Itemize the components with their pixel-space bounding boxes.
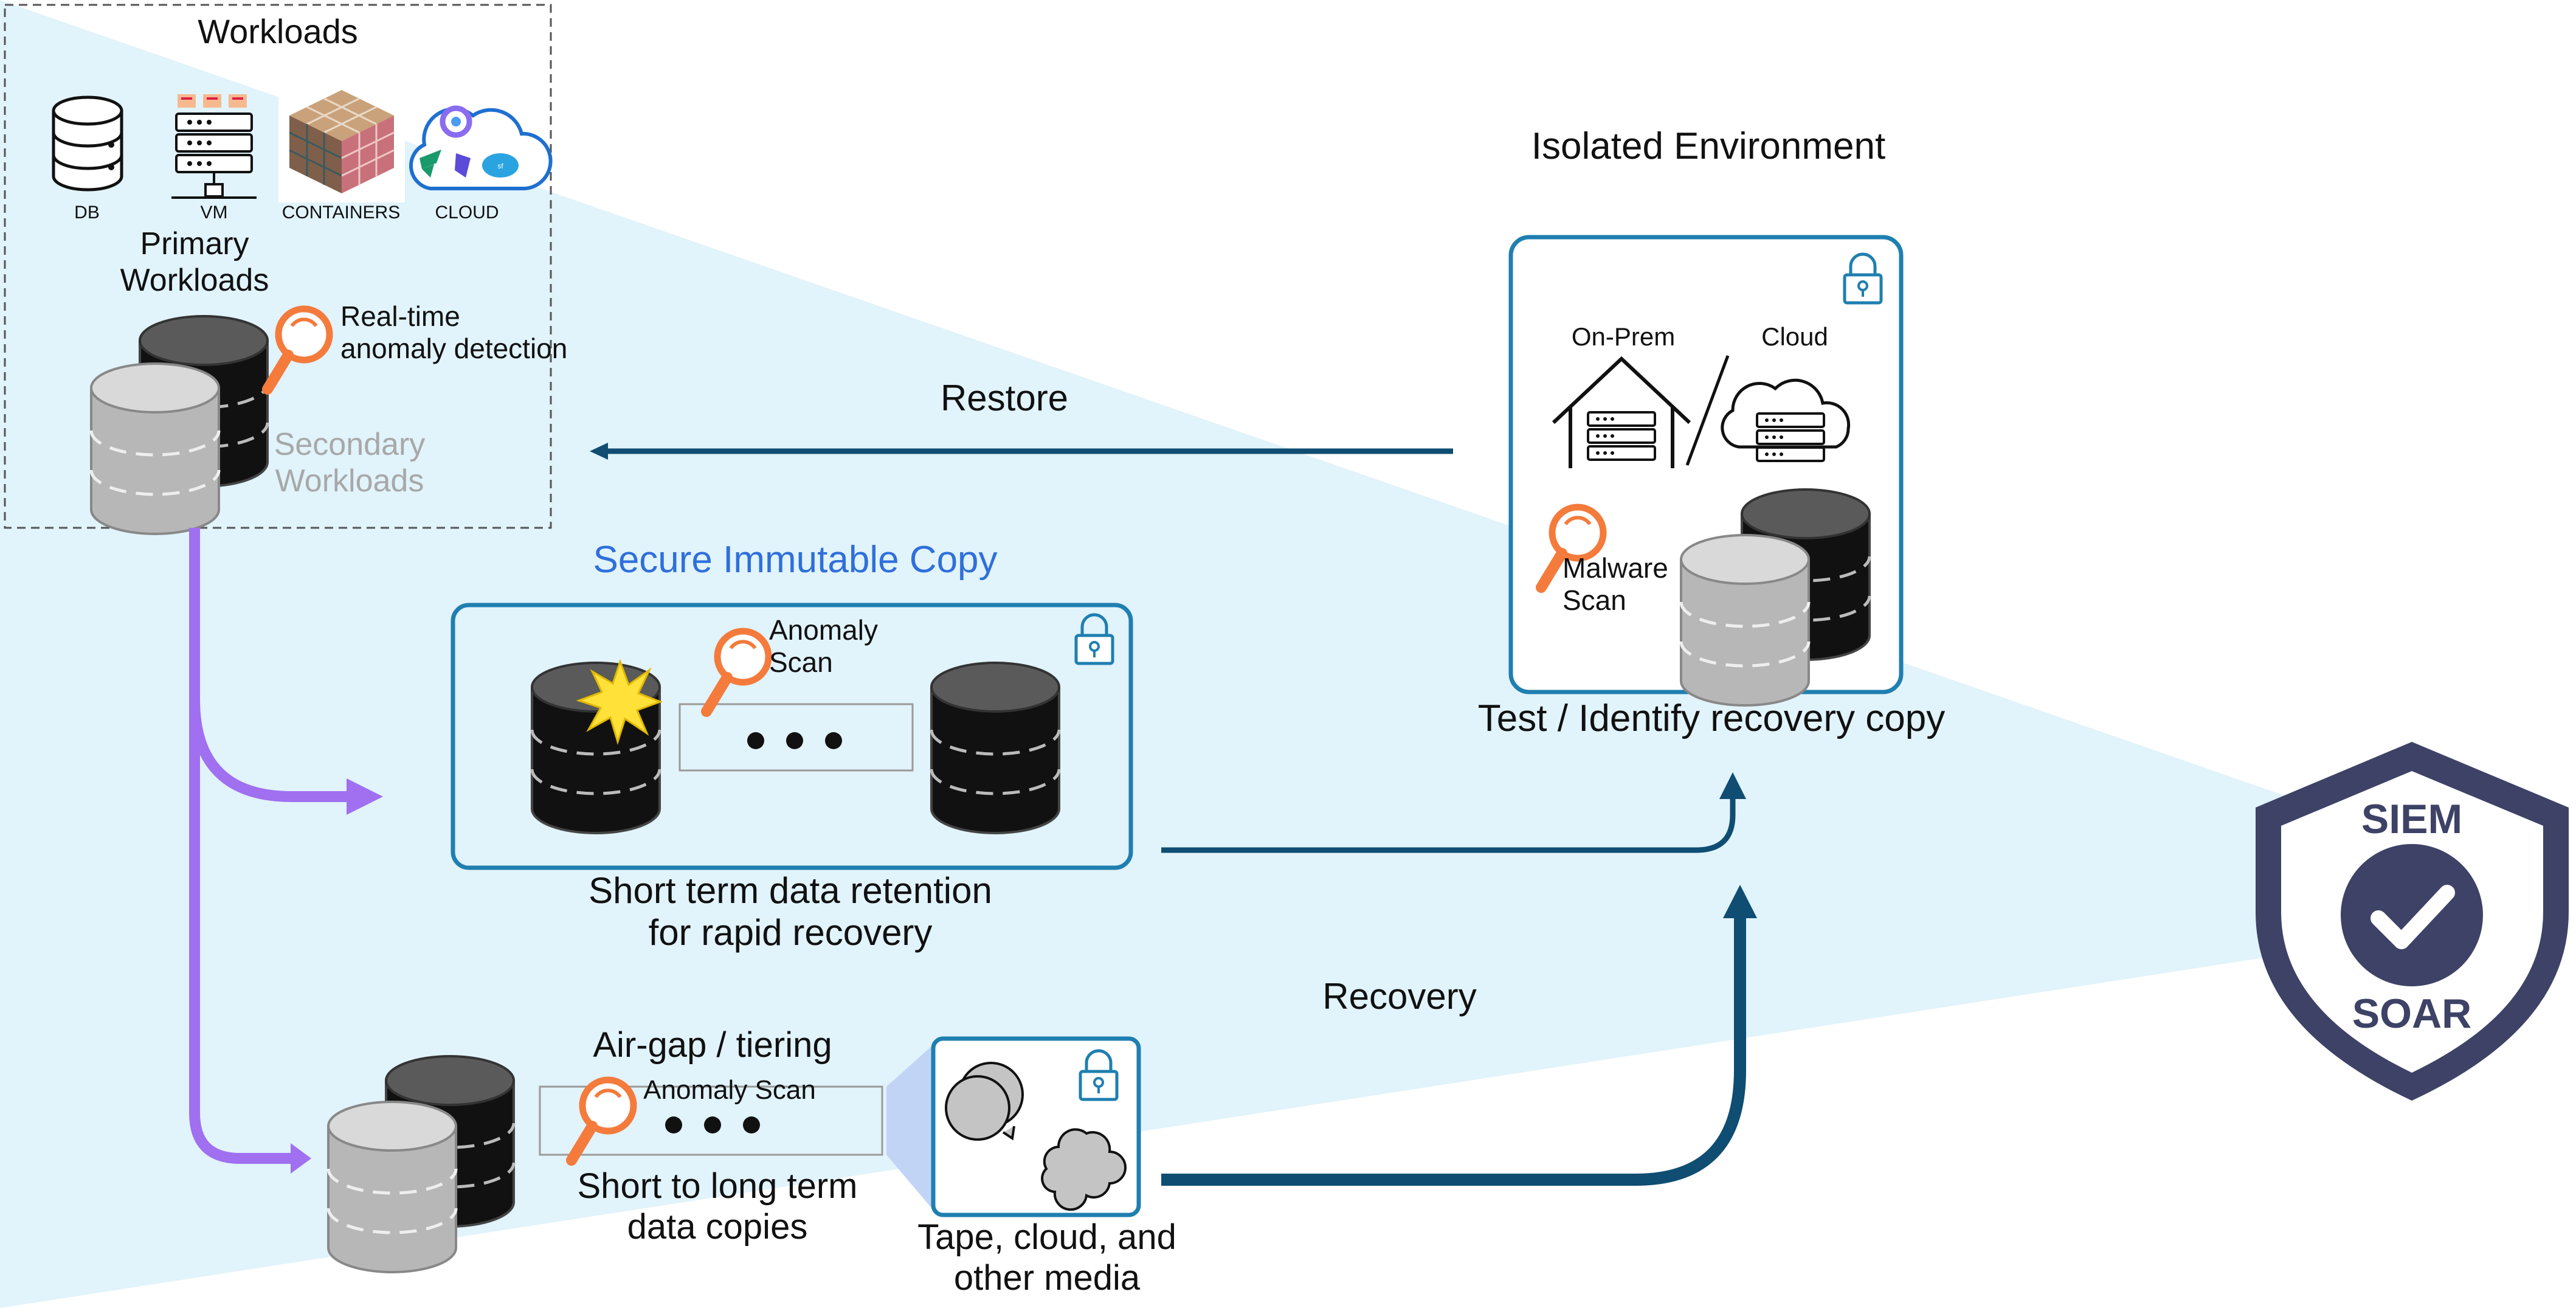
cloud-apps-icon: sf — [409, 105, 553, 190]
isolated-environment-title: Isolated Environment — [1531, 125, 1886, 167]
secondary-workloads-label: Secondary Workloads — [274, 427, 426, 499]
checkmark-shield-icon — [2341, 844, 2483, 986]
database-icon — [52, 95, 123, 192]
airgap-caption: Short to long term data copies — [577, 1166, 858, 1247]
ellipsis-dot — [786, 732, 803, 749]
airgap-secondary-database — [328, 1102, 456, 1272]
malware-scan-label: Malware Scan — [1563, 552, 1668, 616]
cloud-label: Cloud — [1761, 322, 1828, 351]
isolated-secondary-database — [1681, 535, 1809, 705]
ellipsis-dot — [704, 1116, 721, 1133]
flow-to-airgap-arrowhead — [291, 1143, 311, 1174]
containers-icon-label: CONTAINERS — [281, 202, 401, 223]
on-prem-label: On-Prem — [1571, 322, 1676, 351]
isolated-caption: Test / Identify recovery copy — [1477, 697, 1946, 739]
media-caption: Tape, cloud, and other media — [917, 1217, 1176, 1298]
immutable-scan-label: Anomaly Scan — [769, 614, 878, 678]
airgap-scan-label: Anomaly Scan — [643, 1075, 816, 1105]
copies-placeholder — [679, 703, 914, 772]
flow-to-airgap-arrow — [189, 699, 292, 1164]
malware-burst-icon — [576, 659, 663, 746]
server-tray-icon — [1587, 428, 1656, 444]
immutable-caption: Short term data retention for rapid reco… — [589, 870, 992, 953]
primary-workloads-label: Primary Workloads — [120, 226, 269, 298]
server-tray-icon — [1587, 445, 1656, 461]
vm-icon-label: VM — [200, 202, 228, 223]
soar-label: SOAR — [2352, 991, 2472, 1037]
server-tray-icon — [1756, 412, 1825, 428]
immutable-to-isolated-arrow — [1161, 797, 1736, 853]
immutable-to-isolated-arrowhead — [1719, 772, 1746, 799]
server-rack-icon — [171, 94, 257, 199]
clean-database — [931, 663, 1059, 833]
cloud-icon-label: CLOUD — [435, 202, 499, 223]
flow-to-immutable-arrowhead — [347, 778, 383, 815]
immutable-copy-title: Secure Immutable Copy — [593, 539, 998, 581]
svg-text:sf: sf — [497, 162, 503, 170]
ellipsis-dot — [743, 1116, 760, 1133]
server-tray-icon — [1756, 429, 1825, 445]
recovery-label: Recovery — [1322, 976, 1477, 1017]
immutable-copy-box — [451, 603, 1133, 870]
recovery-arrowhead — [1723, 885, 1757, 918]
workloads-box — [4, 4, 552, 529]
tape-icon — [945, 1062, 1024, 1141]
airgap-copies-placeholder — [539, 1085, 883, 1156]
restore-arrowhead — [590, 443, 608, 460]
server-tray-icon — [1587, 411, 1656, 427]
divider-slash — [1685, 355, 1730, 466]
workloads-title: Workloads — [198, 12, 358, 50]
on-prem-house-icon — [1552, 356, 1691, 468]
media-connector — [886, 1045, 933, 1210]
ellipsis-dot — [825, 732, 842, 749]
containers-icon — [278, 78, 405, 202]
restore-label: Restore — [940, 378, 1069, 418]
siem-label: SIEM — [2361, 796, 2463, 842]
ellipsis-dot — [747, 732, 764, 749]
server-tray-icon — [1756, 446, 1825, 462]
cloud-media-icon — [1041, 1128, 1127, 1211]
db-icon-label: DB — [74, 202, 100, 223]
ellipsis-dot — [665, 1116, 682, 1133]
realtime-detection-label: Real-time anomaly detection — [340, 300, 568, 364]
siem-soar-badge — [2256, 742, 2569, 1101]
secondary-database — [91, 364, 219, 534]
airgap-title: Air-gap / tiering — [593, 1025, 832, 1065]
recovery-arrow — [1161, 912, 1746, 1186]
